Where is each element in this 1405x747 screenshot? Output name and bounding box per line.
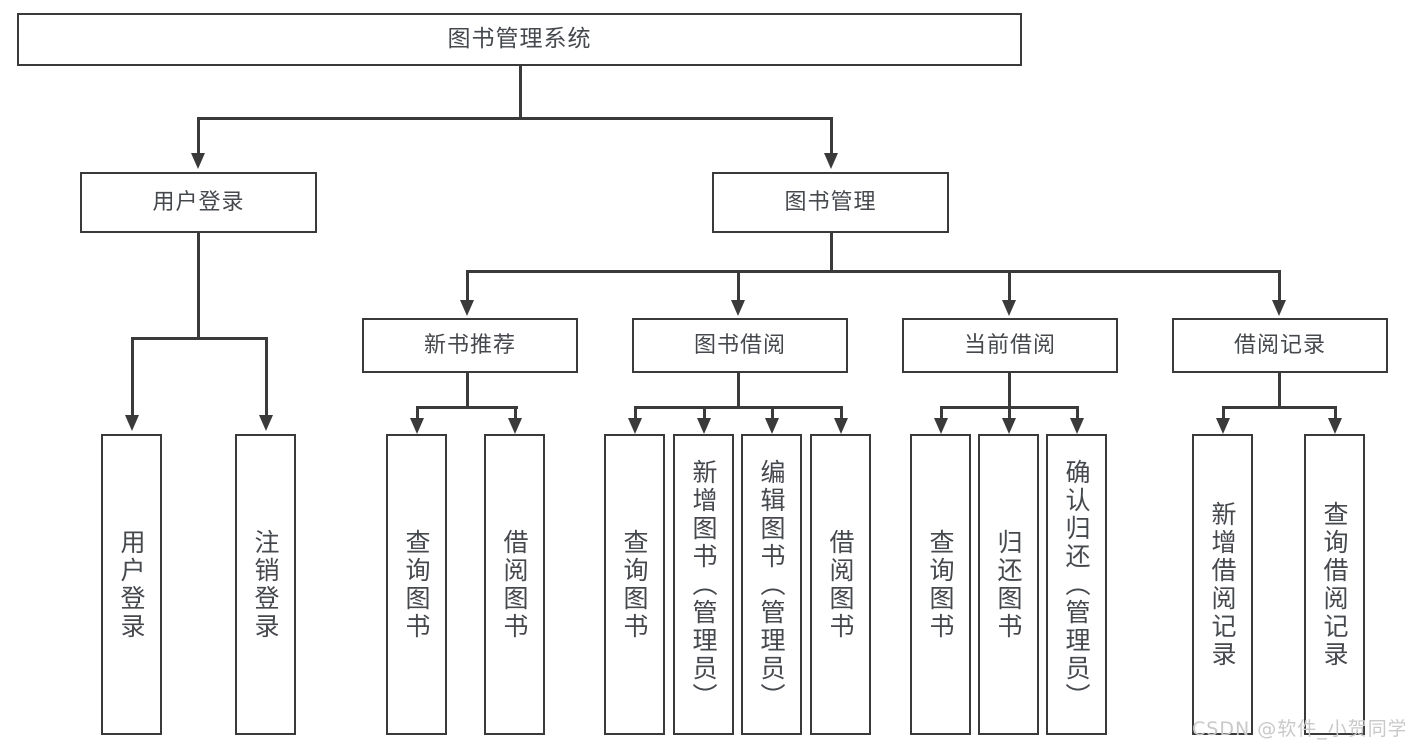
arrow-to-borrow-book-b <box>834 418 848 434</box>
arrow-to-new-book-recommend <box>460 300 474 316</box>
node-label: 查询图书 <box>402 528 431 641</box>
connector-level2-drop-record <box>1278 270 1281 302</box>
leaf-return-book[interactable]: 归还图书 <box>978 434 1039 735</box>
connector-user-login-stem <box>197 233 200 337</box>
node-label: 借阅记录 <box>1233 332 1326 358</box>
node-label: 图书管理 <box>784 189 877 215</box>
connector-book-borrow-drop-4 <box>840 406 843 422</box>
arrow-to-confirm-return <box>1070 418 1084 434</box>
connector-borrow-record-bar <box>1222 406 1336 409</box>
connector-level2-drop-current <box>1008 270 1011 302</box>
connector-book-manage-stem <box>830 233 833 271</box>
arrow-to-query-book-a <box>410 418 424 434</box>
node-label: 查询图书 <box>926 528 955 641</box>
leaf-borrow-book[interactable]: 借阅图书 <box>810 434 871 735</box>
arrow-to-query-borrow-record <box>1328 418 1342 434</box>
node-user-login[interactable]: 用户登录 <box>80 172 317 233</box>
connector-book-borrow-drop-1 <box>634 406 637 422</box>
node-current-borrow[interactable]: 当前借阅 <box>902 318 1118 373</box>
connector-current-borrow-drop-1 <box>940 406 943 422</box>
leaf-confirm-return-admin[interactable]: 确认归还（管理员） <box>1046 434 1107 735</box>
connector-level2-drop-new-book <box>466 270 469 302</box>
leaf-add-borrow-record[interactable]: 新增借阅记录 <box>1192 434 1253 735</box>
arrow-to-user-login <box>191 153 205 169</box>
node-label: 新增借阅记录 <box>1208 500 1237 669</box>
arrow-to-borrow-record <box>1272 300 1286 316</box>
connector-borrow-record-stem <box>1278 373 1281 407</box>
connector-level1-bar <box>197 117 833 120</box>
node-label: 用户登录 <box>152 189 245 215</box>
connector-borrow-record-drop-2 <box>1334 406 1337 422</box>
arrow-to-edit-book <box>765 418 779 434</box>
connector-level2-drop-borrow <box>737 270 740 302</box>
leaf-query-borrow-record[interactable]: 查询借阅记录 <box>1304 434 1365 735</box>
leaf-query-book-current[interactable]: 查询图书 <box>910 434 971 735</box>
arrow-to-add-borrow-record <box>1216 418 1230 434</box>
connector-new-book-drop-2 <box>514 406 517 422</box>
node-label: 图书借阅 <box>693 332 786 358</box>
node-book-management[interactable]: 图书管理 <box>712 172 949 233</box>
connector-borrow-record-drop-1 <box>1222 406 1225 422</box>
connector-user-login-bar <box>131 337 267 340</box>
node-book-borrow[interactable]: 图书借阅 <box>632 318 848 373</box>
connector-level1-drop-book-manage <box>830 117 833 155</box>
arrow-to-query-book-c <box>934 418 948 434</box>
leaf-logout[interactable]: 注销登录 <box>235 434 296 735</box>
connector-user-login-drop-2 <box>265 337 268 417</box>
arrow-to-book-borrow <box>731 300 745 316</box>
connector-new-book-drop-1 <box>416 406 419 422</box>
connector-new-book-bar <box>416 406 518 409</box>
leaf-query-book-recommend[interactable]: 查询图书 <box>386 434 447 735</box>
connector-book-borrow-stem <box>737 373 740 407</box>
connector-book-borrow-drop-3 <box>771 406 774 422</box>
connector-book-borrow-drop-2 <box>703 406 706 422</box>
arrow-to-query-book-b <box>628 418 642 434</box>
connector-level2-bar <box>466 270 1280 273</box>
connector-current-borrow-drop-3 <box>1076 406 1079 422</box>
node-label: 图书管理系统 <box>447 26 592 53</box>
arrow-to-user-login-leaf <box>125 415 139 431</box>
node-label: 归还图书 <box>994 528 1023 641</box>
node-label: 借阅图书 <box>500 528 529 641</box>
node-new-book-recommend[interactable]: 新书推荐 <box>362 318 578 373</box>
node-label: 用户登录 <box>117 528 146 641</box>
arrow-to-current-borrow <box>1002 300 1016 316</box>
leaf-query-book-borrow[interactable]: 查询图书 <box>604 434 665 735</box>
connector-new-book-stem <box>466 373 469 407</box>
node-label: 确认归还（管理员） <box>1062 458 1091 711</box>
connector-level1-drop-user-login <box>197 117 200 155</box>
node-label: 当前借阅 <box>963 332 1056 358</box>
node-label: 编辑图书（管理员） <box>757 458 786 711</box>
arrow-to-return-book <box>1002 418 1016 434</box>
arrow-to-borrow-book-a <box>508 418 522 434</box>
node-label: 注销登录 <box>251 528 280 641</box>
leaf-add-book-admin[interactable]: 新增图书（管理员） <box>673 434 734 735</box>
leaf-borrow-book-recommend[interactable]: 借阅图书 <box>484 434 545 735</box>
node-label: 查询借阅记录 <box>1320 500 1349 669</box>
connector-current-borrow-stem <box>1008 373 1011 407</box>
arrow-to-book-manage <box>824 153 838 169</box>
node-label: 借阅图书 <box>826 528 855 641</box>
connector-current-borrow-drop-2 <box>1008 406 1011 422</box>
node-label: 新增图书（管理员） <box>689 458 718 711</box>
connector-root-stem <box>519 66 522 117</box>
watermark-csdn: CSDN @软件_小贺同学 <box>1192 718 1405 740</box>
node-borrow-record[interactable]: 借阅记录 <box>1172 318 1388 373</box>
arrow-to-logout-leaf <box>259 415 273 431</box>
leaf-user-login[interactable]: 用户登录 <box>101 434 162 735</box>
connector-book-borrow-bar <box>634 406 842 409</box>
connector-user-login-drop-1 <box>131 337 134 417</box>
node-label: 新书推荐 <box>423 332 516 358</box>
leaf-edit-book-admin[interactable]: 编辑图书（管理员） <box>741 434 802 735</box>
node-label: 查询图书 <box>620 528 649 641</box>
arrow-to-add-book <box>697 418 711 434</box>
node-root-library-system[interactable]: 图书管理系统 <box>17 13 1022 66</box>
